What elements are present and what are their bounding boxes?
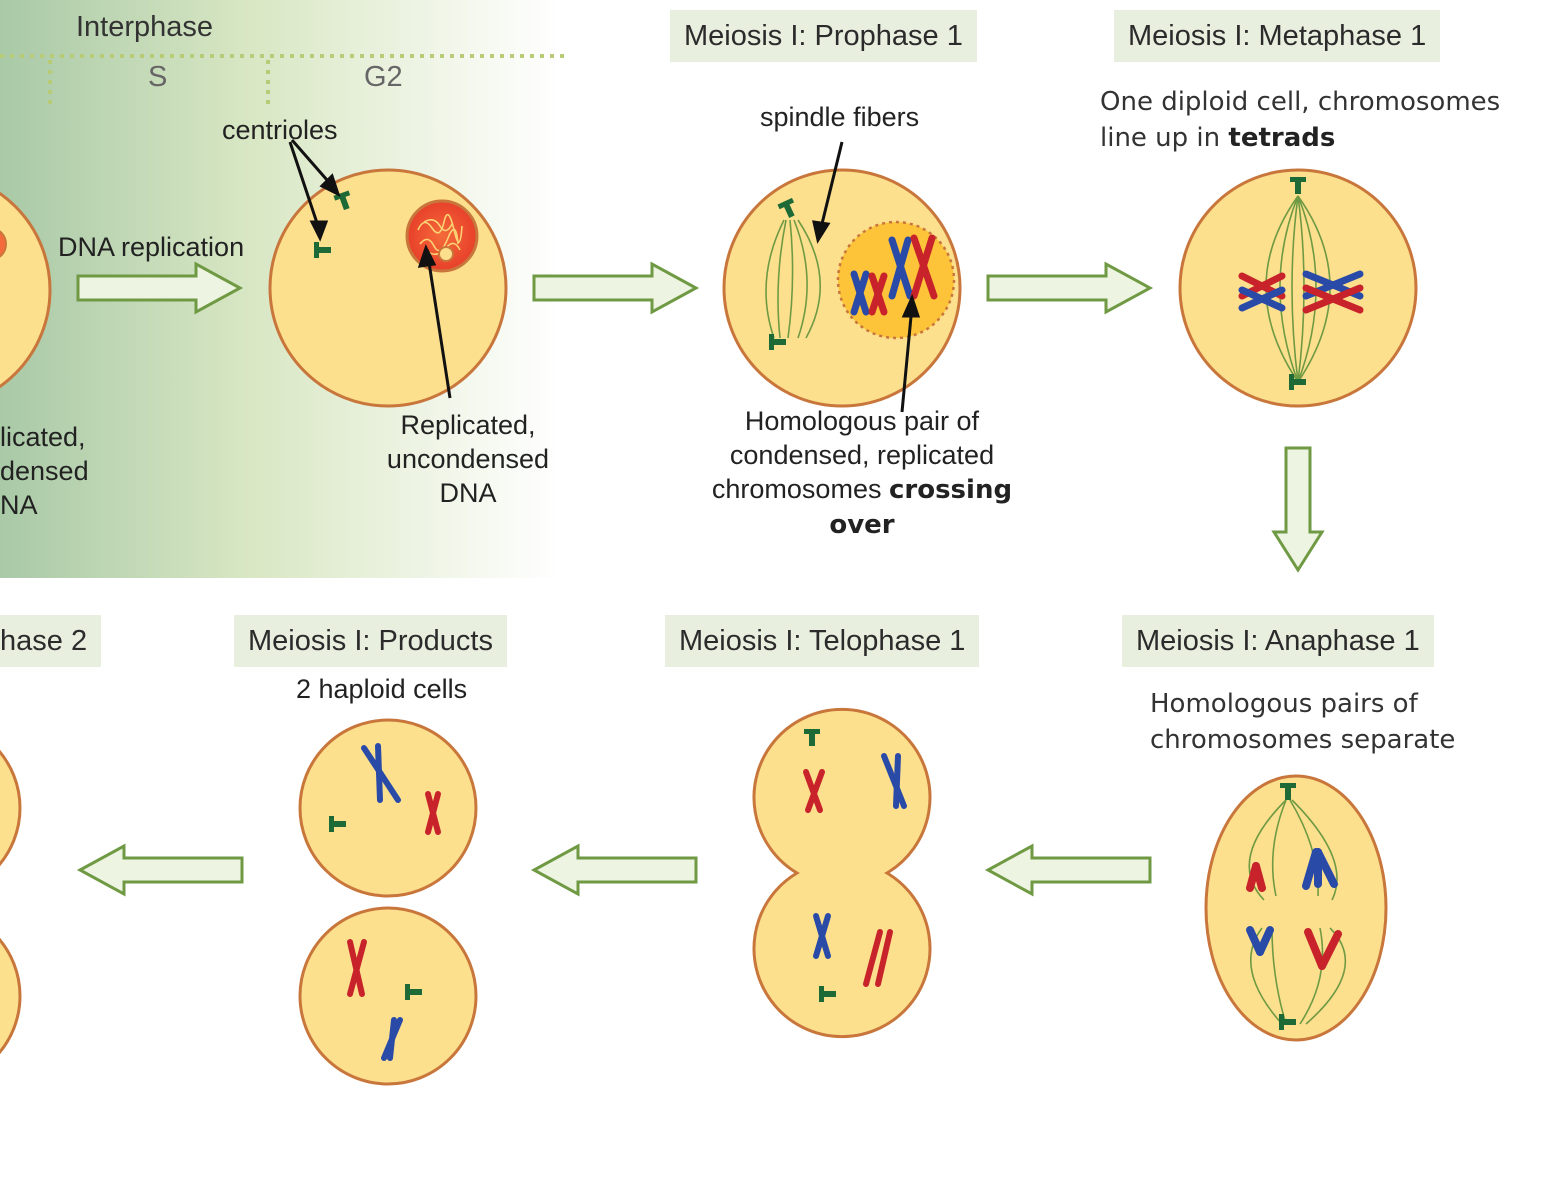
arrow-right-1 [76,261,244,315]
chromosomes-word: chromosomes [711,474,882,504]
arrow-left-3 [76,843,244,897]
product-cell-bottom [298,906,478,1086]
stage-label-metaphase1: Meiosis I: Metaphase 1 [1114,10,1441,62]
centrioles-label: centrioles [222,115,338,145]
stage-label-prophase2-partial: hase 2 [0,615,102,667]
spindle-fibers-label: spindle fibers [760,102,920,132]
phase-g2-label: G2 [364,61,403,93]
arrow-right-3 [986,261,1154,315]
stage-label-telophase1: Meiosis I: Telophase 1 [665,615,980,667]
crossing-over-label: crossing over [829,475,1013,540]
telophase1-chromosomes [803,753,907,987]
stage-label-anaphase1: Meiosis I: Anaphase 1 [1122,615,1434,667]
tetrads-word: tetrads [1228,123,1336,153]
prophase2-cell-bottom-partial [0,937,22,1055]
metaphase1-cell [1178,168,1418,408]
arrow-left-2 [530,843,698,897]
stage-label-prophase1: Meiosis I: Prophase 1 [670,10,977,62]
spindle-pointer-arrow [812,141,844,244]
prophase2-cell-top-partial [0,749,22,867]
anaphase1-chromosomes [1246,848,1342,970]
prophase1-tetrads [850,234,938,316]
arrow-left-1 [984,843,1152,897]
partial-nucleus [0,230,7,258]
homologous-pair-label: Homologous pair of condensed, replicated… [711,406,1013,540]
nucleolus [438,246,454,262]
prophase1-spindle [765,219,821,339]
left-cut-text: licated, densed NA [0,422,89,520]
metaphase1-description: One diploid cell, chromosomes line up in… [1100,87,1501,153]
interphase-cell-partial [0,191,52,389]
interphase-title: Interphase [76,11,214,43]
product-cell-top [298,718,478,898]
centrioles-pointer-arrows [288,139,341,242]
anaphase1-description: Homologous pairs of chromosomes separate [1150,689,1456,755]
replicated-dna-label: Replicated, uncondensed DNA [386,410,550,508]
arrow-right-2 [532,261,700,315]
phase-s-label: S [148,61,168,93]
metaphase1-tetrads [1238,270,1364,314]
product-chromosomes [347,743,441,1061]
dna-pointer-arrow [417,244,452,399]
arrow-down [1271,446,1325,573]
stage-label-products: Meiosis I: Products [234,615,507,667]
products-description: 2 haploid cells [296,674,468,704]
dna-replication-label: DNA replication [58,232,245,262]
tetrad-pointer-arrow [900,293,921,413]
anaphase1-cell [1204,774,1388,1042]
